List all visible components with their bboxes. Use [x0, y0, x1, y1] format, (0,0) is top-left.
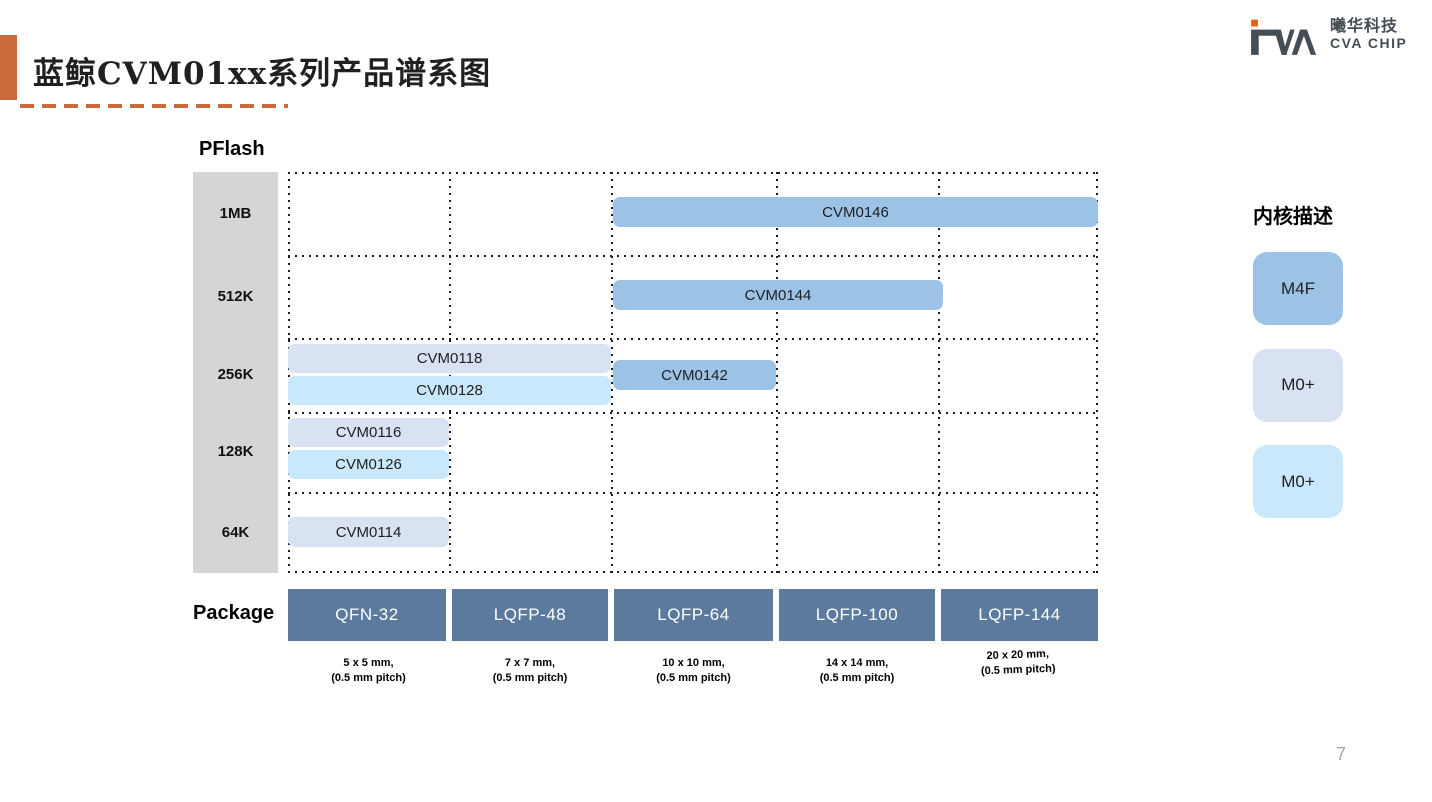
- package-header: LQFP-100: [779, 589, 935, 641]
- grid-vline: [938, 172, 940, 573]
- package-size: 5 x 5 mm,: [343, 657, 394, 669]
- logo-text: 曦华科技 CVA CHIP: [1330, 18, 1407, 51]
- package-header: LQFP-48: [452, 589, 608, 641]
- logo-company-name-cn: 曦华科技: [1330, 18, 1399, 35]
- product-bar: CVM0114: [288, 517, 449, 547]
- package-size-caption: 14 x 14 mm, (0.5 mm pitch): [782, 656, 932, 686]
- grid-hline: [288, 338, 1098, 340]
- package-pitch: (0.5 mm pitch): [819, 671, 895, 684]
- page-number: 7: [1336, 744, 1347, 764]
- package-size-caption: 5 x 5 mm, (0.5 mm pitch): [294, 656, 444, 686]
- x-axis-title: Package: [193, 602, 275, 624]
- package-header: LQFP-144: [941, 589, 1098, 641]
- package-size: 14 x 14 mm,: [825, 657, 889, 669]
- title-dashed-underline: [20, 104, 288, 108]
- legend-title: 内核描述: [1253, 206, 1333, 228]
- legend-core-item: M4F: [1253, 252, 1343, 325]
- product-bar: CVM0128: [288, 376, 611, 405]
- package-size-caption: 20 x 20 mm,(0.5 mm pitch): [943, 645, 1094, 680]
- page-title: 蓝鲸CVM01xx系列产品谱系图: [33, 56, 492, 92]
- product-bar: CVM0142: [613, 360, 776, 390]
- y-axis-label: 64K: [221, 523, 250, 541]
- grid-vline: [288, 172, 290, 573]
- grid-hline: [288, 172, 1098, 174]
- pflash-axis-column: 1MB 512K 256K 128K 64K: [193, 172, 278, 573]
- logo-company-name-en: CVA CHIP: [1330, 34, 1408, 51]
- product-bar: CVM0126: [288, 450, 449, 479]
- product-bar: CVM0118: [288, 344, 611, 373]
- cva-logo-icon: [1248, 14, 1320, 67]
- package-header: LQFP-64: [614, 589, 773, 641]
- company-logo: 曦华科技 CVA CHIP: [1248, 14, 1407, 67]
- product-bar: CVM0116: [288, 418, 449, 447]
- grid-vline: [776, 172, 778, 573]
- package-pitch: (0.5 mm pitch): [331, 671, 406, 684]
- y-axis-label: 256K: [217, 366, 254, 383]
- package-pitch: (0.5 mm pitch): [492, 671, 568, 684]
- product-bar: CVM0146: [613, 197, 1098, 227]
- package-size: 7 x 7 mm,: [504, 657, 556, 669]
- grid-vline: [1096, 172, 1098, 573]
- y-axis-title: PFlash: [199, 138, 265, 160]
- y-axis-label: 128K: [217, 443, 254, 460]
- y-axis-label: 1MB: [219, 204, 252, 222]
- legend-core-item: M0+: [1253, 445, 1343, 518]
- package-size: 10 x 10 mm,: [662, 657, 725, 669]
- grid-hline: [288, 492, 1098, 494]
- legend-core-item: M0+: [1253, 348, 1343, 422]
- title-accent-bar: [0, 35, 17, 100]
- grid-hline: [288, 412, 1098, 414]
- package-size-caption: 10 x 10 mm, (0.5 mm pitch): [619, 656, 769, 686]
- package-size-caption: 7 x 7 mm, (0.5 mm pitch): [455, 656, 605, 686]
- grid-hline: [288, 255, 1098, 257]
- grid-vline: [611, 172, 613, 573]
- product-bar: CVM0144: [613, 280, 943, 310]
- y-axis-label: 512K: [217, 287, 254, 305]
- package-size-captions: 5 x 5 mm, (0.5 mm pitch) 7 x 7 mm, (0.5 mm …: [288, 648, 1098, 696]
- package-header: QFN-32: [288, 589, 446, 641]
- grid-hline: [288, 571, 1098, 573]
- package-pitch: (0.5 mm pitch): [656, 671, 731, 684]
